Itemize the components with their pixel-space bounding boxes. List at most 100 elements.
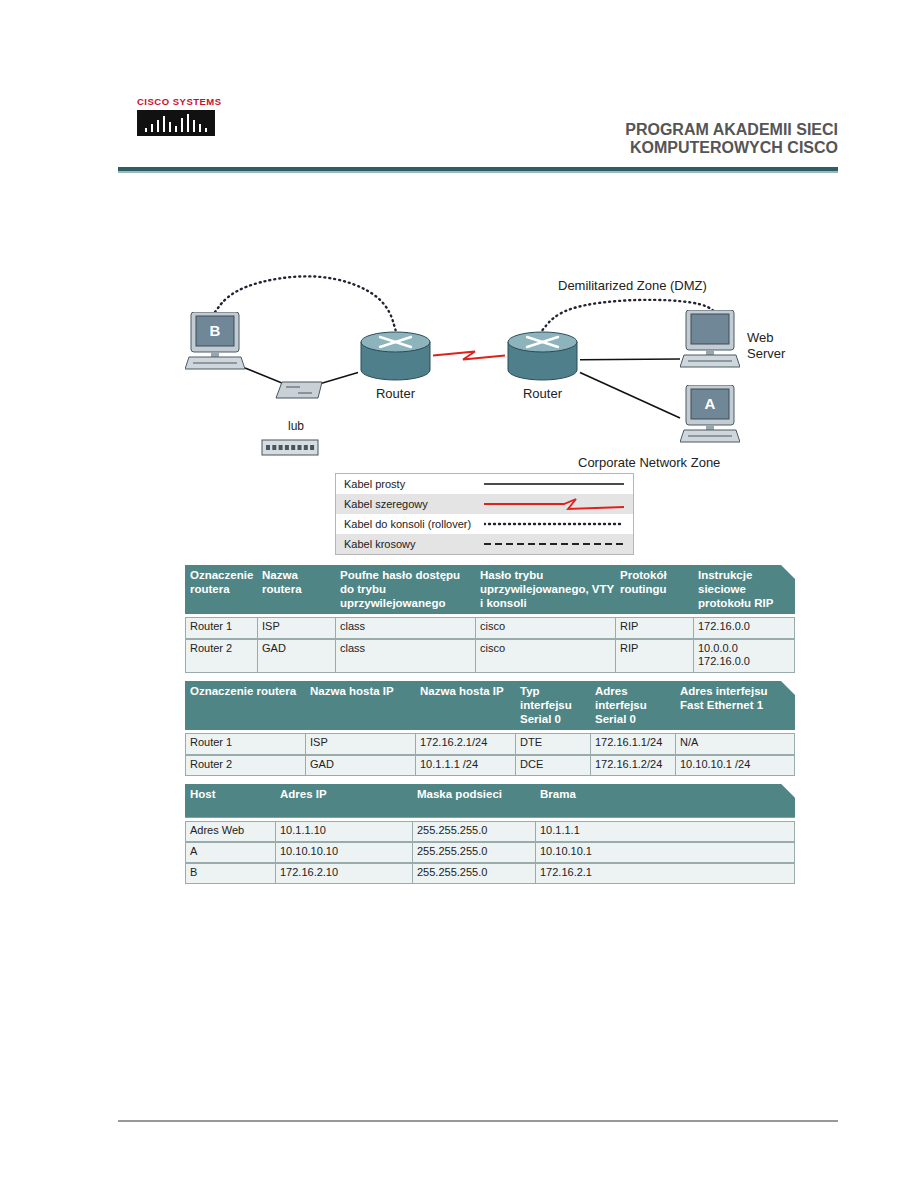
table-cell: cisco [480, 620, 614, 633]
zone-label: Demilitarized Zone (DMZ) [558, 278, 707, 294]
table-column-rule [515, 733, 516, 754]
table-cell: B [190, 866, 274, 879]
legend-text: Kabel krosowy [336, 534, 633, 554]
table-cell: 255.255.255.0 [417, 866, 534, 879]
table-column-rule [590, 755, 591, 776]
table-cell: GAD [310, 758, 414, 771]
legend-sample [484, 534, 624, 554]
table-row [185, 863, 795, 884]
host-node: B [185, 312, 245, 382]
table-header-cell: Nazwa hosta IP [310, 685, 414, 699]
table-column-rule [535, 863, 536, 884]
table-column-rule [515, 755, 516, 776]
table-column-rule [305, 755, 306, 776]
table-row [185, 733, 795, 754]
pc-icon [185, 312, 245, 374]
table-cell: 172.16.0.0 [698, 620, 789, 633]
or-note: lub [288, 419, 304, 433]
table-header-cell: Instrukcje sieciowe protokołu RIP [698, 569, 789, 610]
table-cell: 10.0.0.0 172.16.0.0 [698, 642, 789, 668]
legend-row: Kabel krosowy [336, 534, 633, 554]
table-header-cell: Hasło trybu uprzywilejowanego, VTY i kon… [480, 569, 614, 610]
table-header-cell: Maska podsieci [417, 788, 534, 802]
table-column-rule [693, 639, 694, 673]
table-cell: RIP [620, 642, 692, 655]
legend-text: Kabel do konsoli (rollover) [336, 514, 633, 534]
table-cell: 172.16.1.1/24 [595, 736, 674, 749]
table-cell: 255.255.255.0 [417, 845, 534, 858]
server-node: Web Server [680, 310, 801, 380]
legend-sample [484, 514, 624, 534]
header-title: PROGRAM AKADEMII SIECI KOMPUTEROWYCH CIS… [600, 121, 838, 157]
table-header-cell: Adres IP [280, 788, 411, 802]
header-bar [118, 167, 838, 171]
table-cell: Router 1 [190, 736, 304, 749]
table-cell: Router 2 [190, 758, 304, 771]
table-column-rule [675, 755, 676, 776]
table-cell: 10.1.1.1 /24 [420, 758, 514, 771]
device-label: Router [505, 386, 580, 401]
logo-text: CISCO SYSTEMS [137, 96, 222, 107]
table-cell: 10.1.1.10 [280, 824, 411, 837]
table-column-rule [412, 821, 413, 842]
table-column-rule [275, 821, 276, 842]
table-cell: A [190, 845, 274, 858]
table-column-rule [535, 842, 536, 863]
table-column-rule [615, 617, 616, 638]
straight-cable [580, 373, 680, 419]
device-label: Router [358, 386, 433, 401]
table-cell: DTE [520, 736, 589, 749]
legend-text: Kabel szeregowy [336, 494, 633, 514]
legend-text: Kabel prosty [336, 474, 633, 494]
logo-bars [145, 114, 207, 132]
table-cell: class [340, 642, 474, 655]
table-header-cell: Adres interfejsu Fast Ethernet 1 [680, 685, 789, 713]
logo-box [137, 110, 215, 136]
table-column-rule [335, 617, 336, 638]
table-column-rule [412, 842, 413, 863]
table-column-rule [275, 842, 276, 863]
table-cell: 172.16.1.2/24 [595, 758, 674, 771]
server-icon [680, 310, 740, 372]
table-column-rule [412, 863, 413, 884]
legend-box: Kabel prostyKabel szeregowyKabel do kons… [335, 473, 634, 555]
router-node: Router [505, 330, 580, 415]
hub-icon [262, 440, 318, 455]
router-node: Router [358, 330, 433, 415]
table-header-cell: Protokół routingu [620, 569, 692, 597]
table-cell: 10.1.1.1 [540, 824, 789, 837]
legend-row: Kabel prosty [336, 474, 633, 494]
table-header-cell: Adres interfejsu Serial 0 [595, 685, 674, 726]
table-column-rule [305, 733, 306, 754]
table-header-cell: Brama [540, 788, 789, 802]
table-column-rule [335, 639, 336, 673]
switch-icon [276, 382, 322, 398]
table-cell: ISP [262, 620, 334, 633]
table-header-cell: Host [190, 788, 274, 802]
table-column-rule [275, 863, 276, 884]
table-cell: N/A [680, 736, 789, 749]
table-header-cell: Nazwa routera [262, 569, 334, 597]
table-column-rule [615, 639, 616, 673]
table-cell: class [340, 620, 474, 633]
table-cell: 255.255.255.0 [417, 824, 534, 837]
table-row [185, 842, 795, 863]
legend-sample [484, 474, 624, 494]
table-column-rule [675, 733, 676, 754]
device-label: Web Server [747, 330, 797, 361]
table-column-rule [415, 755, 416, 776]
table-cell: 172.16.2.1/24 [420, 736, 514, 749]
footer-line [118, 1121, 838, 1122]
host-node: A [680, 385, 740, 451]
table-column-rule [257, 639, 258, 673]
header-bar-shade [118, 171, 838, 173]
table-header-cell: Oznaczenie routera [190, 569, 256, 597]
table-cell: 172.16.2.10 [280, 866, 411, 879]
router-icon [505, 330, 580, 382]
table-cell: Router 1 [190, 620, 256, 633]
table-column-rule [693, 617, 694, 638]
console-cable [215, 276, 396, 330]
table-cell: RIP [620, 620, 692, 633]
